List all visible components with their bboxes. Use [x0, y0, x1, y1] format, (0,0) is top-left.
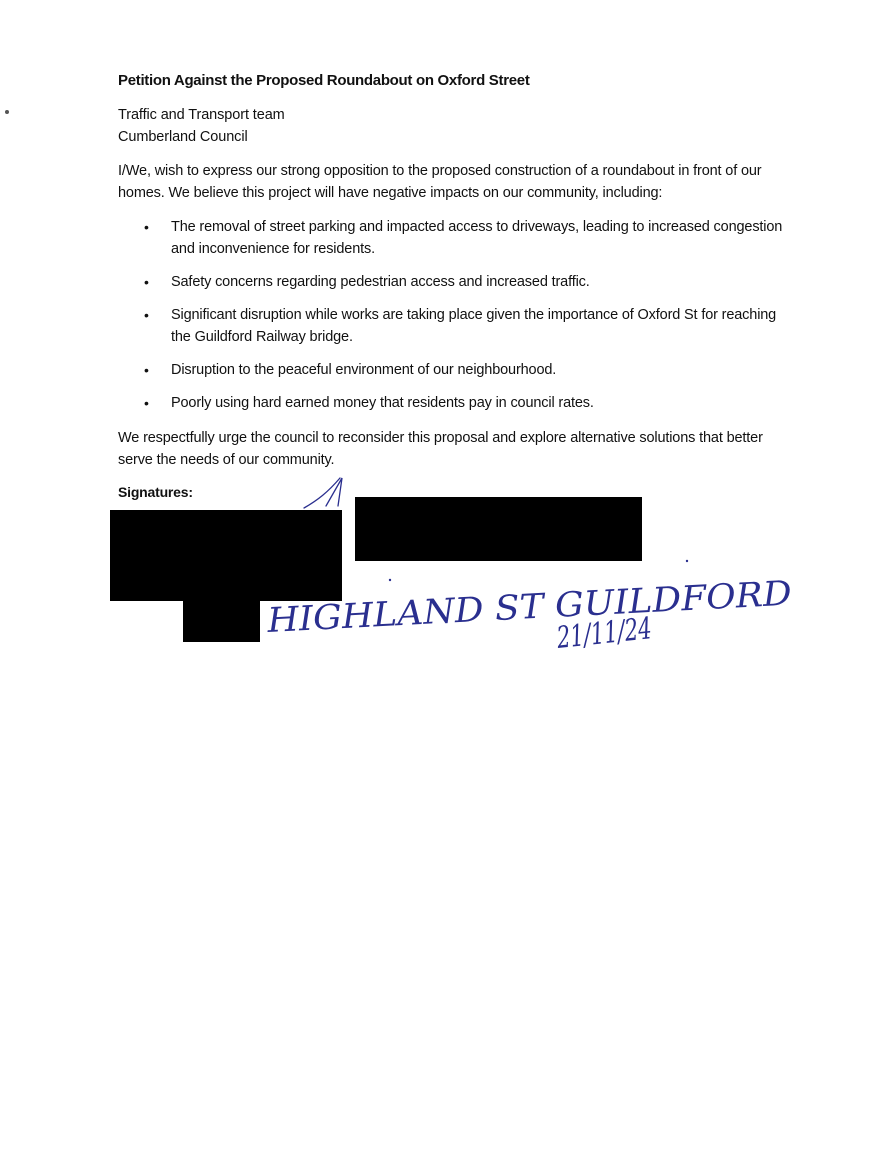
list-item: • Poorly using hard earned money that re…: [118, 392, 798, 414]
list-item: • Significant disruption while works are…: [118, 304, 798, 348]
list-item-text: Disruption to the peaceful environment o…: [171, 362, 557, 378]
ink-dot: [685, 559, 689, 563]
list-item-text: Safety concerns regarding pedestrian acc…: [171, 274, 590, 290]
recipient-council: Cumberland Council: [118, 129, 248, 145]
bullet-icon: •: [144, 274, 149, 290]
handwritten-address: HIGHLAND ST GUILDFORD: [265, 574, 792, 641]
list-item: • The removal of street parking and impa…: [118, 216, 798, 260]
bullet-icon: •: [144, 219, 149, 235]
list-item: • Safety concerns regarding pedestrian a…: [118, 271, 798, 293]
bullet-icon: •: [144, 307, 149, 323]
list-item-text: Poorly using hard earned money that resi…: [171, 395, 594, 411]
list-item-text: Significant disruption while works are t…: [171, 307, 777, 345]
document-title: Petition Against the Proposed Roundabout…: [118, 72, 530, 89]
closing-paragraph: We respectfully urge the council to reco…: [118, 430, 763, 468]
redaction-block: [183, 600, 260, 642]
ink-dot: [388, 578, 392, 582]
bullet-icon: •: [144, 362, 149, 378]
signature-stroke: [303, 477, 343, 509]
handwritten-signature: HIGHLAND ST GUILDFORD 21/11/24: [265, 477, 793, 656]
bullet-icon: •: [144, 395, 149, 411]
intro-paragraph: I/We, wish to express our strong opposit…: [118, 163, 762, 201]
list-item-text: The removal of street parking and impact…: [171, 219, 783, 257]
scan-speck: [5, 110, 9, 114]
recipient-team: Traffic and Transport team: [118, 107, 285, 123]
signatures-label: Signatures:: [118, 484, 193, 500]
list-item: • Disruption to the peaceful environment…: [118, 359, 798, 381]
redaction-block: [110, 510, 342, 601]
redaction-block: [355, 497, 642, 561]
concerns-list: • The removal of street parking and impa…: [118, 216, 798, 425]
